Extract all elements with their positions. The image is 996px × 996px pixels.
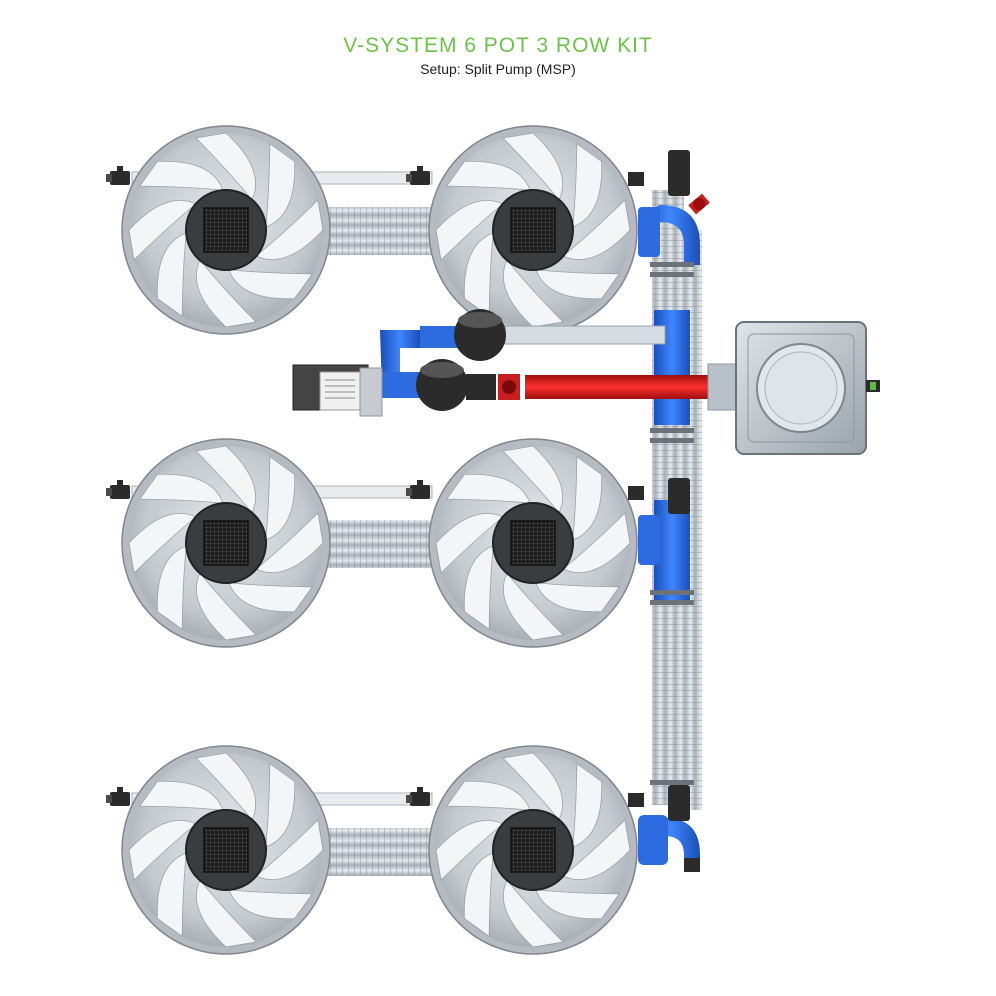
supply-line-grey	[504, 325, 666, 345]
trunk-valves	[668, 150, 700, 872]
pot-1	[121, 125, 331, 335]
blue-pipework	[380, 205, 700, 870]
air-valve	[688, 193, 710, 215]
diagram-title: V-SYSTEM 6 POT 3 ROW KIT	[343, 34, 653, 57]
diagram-subtitle: Setup: Split Pump (MSP)	[420, 61, 576, 77]
reservoir-tank	[735, 321, 880, 455]
hose-clamps	[650, 262, 694, 785]
red-feed-line	[466, 363, 740, 411]
pot-3	[121, 438, 331, 648]
control-box	[292, 364, 383, 417]
pot-5	[121, 745, 331, 955]
pot-2	[428, 125, 638, 335]
pot-4	[428, 438, 638, 648]
pump-units	[416, 309, 506, 411]
pot-fittings	[106, 166, 644, 807]
pot-6	[428, 745, 638, 955]
